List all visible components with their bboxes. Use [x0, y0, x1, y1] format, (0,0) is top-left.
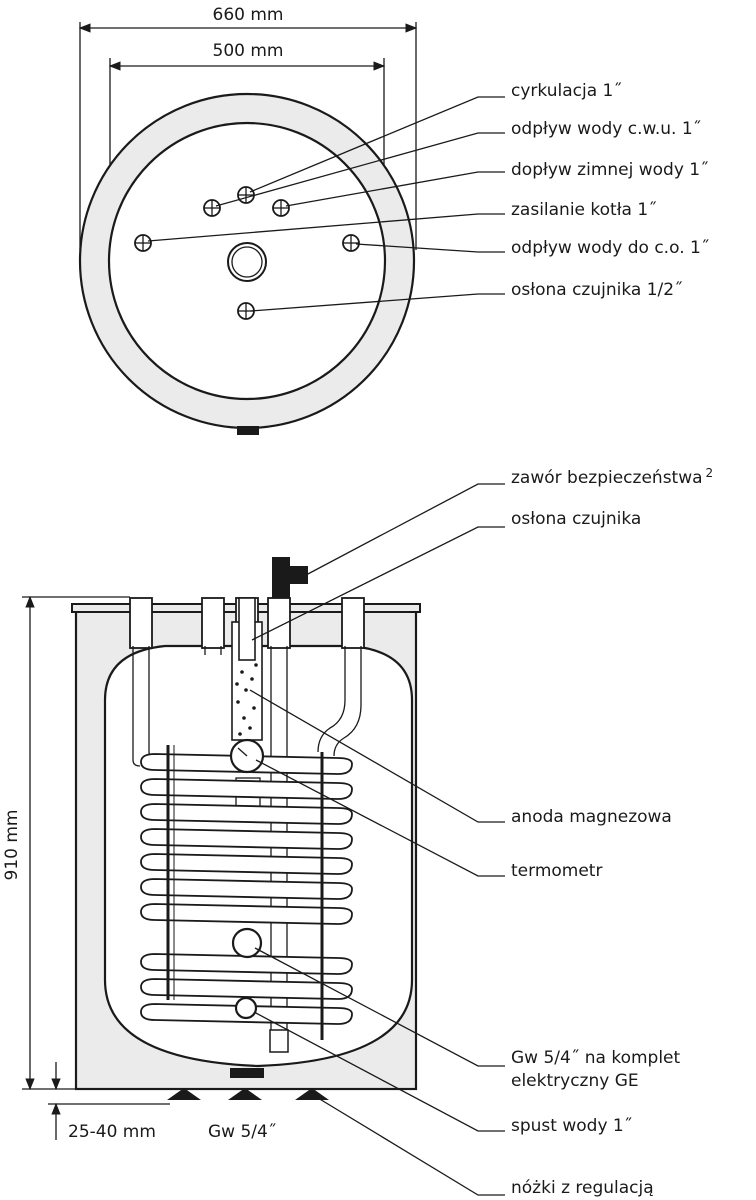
label-feet: nóżki z regulacją: [511, 1178, 654, 1198]
label-boiler-supply: zasilanie kotła 1˝: [511, 200, 657, 220]
label-safety-valve-text: zawór bezpieczeństwa: [511, 468, 703, 488]
label-sensor-sleeve: osłona czujnika: [511, 509, 641, 529]
heating-coil: [140, 753, 353, 1025]
connection-hot-water-outlet-icon: [203, 199, 221, 217]
thermometer-icon: [229, 738, 265, 774]
drain-port-icon: [234, 996, 258, 1020]
label-drain: spust wody 1˝: [511, 1116, 632, 1136]
top-view-inspection-tab: [237, 426, 259, 435]
safety-valve-icon: [272, 557, 308, 598]
label-circulation: cyrkulacja 1˝: [511, 81, 622, 101]
label-heating-return: odpływ wody do c.o. 1˝: [511, 238, 709, 258]
label-heater-line2: elektryczny GE: [511, 1071, 639, 1091]
feet-height-text: 25-40 mm: [68, 1122, 156, 1142]
coil-turn: [140, 953, 353, 975]
connection-cold-water-inlet-icon: [272, 199, 290, 217]
top-view-central-flange-inner: [231, 246, 263, 278]
label-sensor-sleeve-top: osłona czujnika 1/2˝: [511, 280, 683, 300]
connection-circulation-icon: [237, 186, 255, 204]
adjustable-feet: [167, 1088, 329, 1100]
height-text: 910 mm: [2, 810, 22, 881]
dimension-feet-height: 25-40 mm Gw 5/4˝: [48, 1062, 276, 1142]
dimension-height: 910 mm: [2, 595, 130, 1091]
connection-boiler-supply-icon: [134, 234, 152, 252]
label-hot-water-outlet: odpływ wody c.w.u. 1˝: [511, 119, 701, 139]
side-view: 910 mm 25-40 mm Gw 5/4˝ zawór bezpieczeń…: [2, 466, 713, 1198]
label-cold-water-inlet: dopływ zimnej wody 1˝: [511, 160, 709, 180]
label-safety-valve-note: 2: [706, 466, 714, 480]
top-view: 660 mm 500 mm: [78, 5, 709, 435]
label-heater-line1: Gw 5/4˝ na komplet: [511, 1048, 681, 1068]
connection-sensor-sleeve-icon: [237, 302, 255, 320]
top-view-central-flange: [227, 242, 267, 282]
magnesium-anode: [231, 597, 263, 809]
label-anode: anoda magnezowa: [511, 807, 672, 827]
label-thermometer: termometr: [511, 861, 602, 881]
top-view-leader-lines: [147, 96, 505, 312]
coil-turn: [140, 803, 353, 825]
bottom-inner-plug: [269, 1029, 289, 1053]
feet-thread-text: Gw 5/4˝: [208, 1122, 276, 1142]
electric-heater-port-icon: [231, 927, 263, 959]
dimension-outer-diameter: 660 mm: [78, 5, 418, 250]
coil-turn: [140, 903, 353, 925]
coil-turn: [140, 853, 353, 875]
inner-diameter-text: 500 mm: [213, 41, 284, 61]
coil-turn: [140, 978, 353, 1000]
coil-turn: [140, 878, 353, 900]
side-view-leader-lines: [249, 483, 505, 1196]
connection-heating-return-icon: [342, 234, 360, 252]
outer-diameter-text: 660 mm: [213, 5, 284, 25]
coil-turn: [140, 778, 353, 800]
bottom-flange: [230, 1068, 264, 1078]
coil-turn: [140, 828, 353, 850]
